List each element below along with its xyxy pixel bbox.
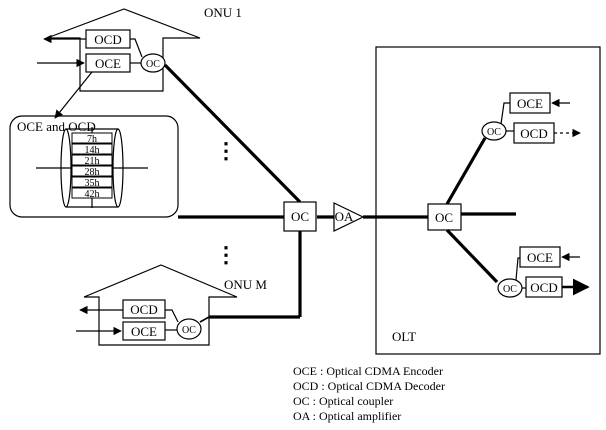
olt-main-oc-box (427, 203, 462, 231)
onum-oc (176, 318, 202, 340)
legend: OCE : Optical CDMA Encoder OCD : Optical… (293, 364, 445, 423)
grating-band (71, 187, 113, 199)
onum-oc-label: OC (182, 325, 196, 336)
legend-line: OCD : Optical CDMA Decoder (293, 379, 445, 393)
onum-oce-label: OCE (131, 324, 157, 339)
grating-band (71, 132, 113, 144)
ellipsis-lower: ⋮ (215, 242, 237, 267)
grating-label: 21h (85, 156, 100, 167)
oa-label: OA (335, 209, 354, 224)
detail-group: OCE and OCD 7h 14h 21h 28h 35h 42h (9, 115, 179, 218)
onum-title: ONU M (224, 277, 267, 292)
grating-stack: 7h 14h 21h 28h 35h 42h (71, 132, 113, 200)
grating-band (71, 165, 113, 177)
olt-bottom-oc-label: OC (503, 284, 517, 295)
olt-top-oc-label: OC (487, 127, 501, 138)
detail-title: OCE and OCD (17, 119, 96, 134)
olt-bottom-oce-box (519, 246, 561, 268)
grating-label: 28h (85, 167, 100, 178)
onum-ocd-label: OCD (130, 302, 157, 317)
legend-line: OA : Optical amplifier (293, 409, 401, 423)
onum-ocd-box (122, 299, 166, 319)
zoom-arrow (54, 71, 93, 119)
olt-top-oce-label: OCE (517, 96, 543, 111)
onu1-ocd-label: OCD (94, 32, 121, 47)
olt-label: OLT (392, 329, 416, 344)
onu1-oce-label: OCE (95, 56, 121, 71)
grating-band (71, 154, 113, 166)
onum-oce-box (122, 321, 166, 341)
fiber-onu1 (163, 63, 302, 204)
grating-label: 14h (85, 145, 100, 156)
grating-label: 35h (85, 178, 100, 189)
olt-box (375, 46, 601, 355)
legend-line: OC : Optical coupler (293, 394, 393, 408)
onu1-oc-label: OC (146, 59, 160, 70)
olt-bottom-oce-label: OCE (527, 250, 553, 265)
olt-bottom-ocd-label: OCD (530, 280, 557, 295)
oa-amplifier (333, 202, 365, 232)
olt-main-oc-label: OC (435, 210, 453, 225)
olt-branch-lower (445, 228, 499, 284)
olt-top-ocd-label: OCD (520, 126, 547, 141)
onum-group: ONU M OCD OCE OC (76, 264, 267, 346)
legend-line: OCE : Optical CDMA Encoder (293, 364, 443, 378)
grating-label: 42h (85, 189, 100, 200)
center-oc-label: OC (291, 209, 309, 224)
olt-branch-upper (445, 137, 487, 205)
onum-house (83, 264, 238, 346)
onu1-house (46, 8, 201, 92)
grating-band (71, 143, 113, 155)
onu1-title: ONU 1 (204, 5, 242, 20)
grating-band (71, 176, 113, 188)
center-oc-box (283, 201, 317, 232)
ellipsis-upper: ⋮ (215, 138, 237, 163)
olt-group: OLT OC OC OCE OCD OC OCE OCD (375, 46, 601, 355)
grating-label: 7h (87, 134, 97, 145)
onu1-group: ONU 1 OCD OCE OC (37, 5, 242, 119)
detail-panel (9, 115, 179, 218)
